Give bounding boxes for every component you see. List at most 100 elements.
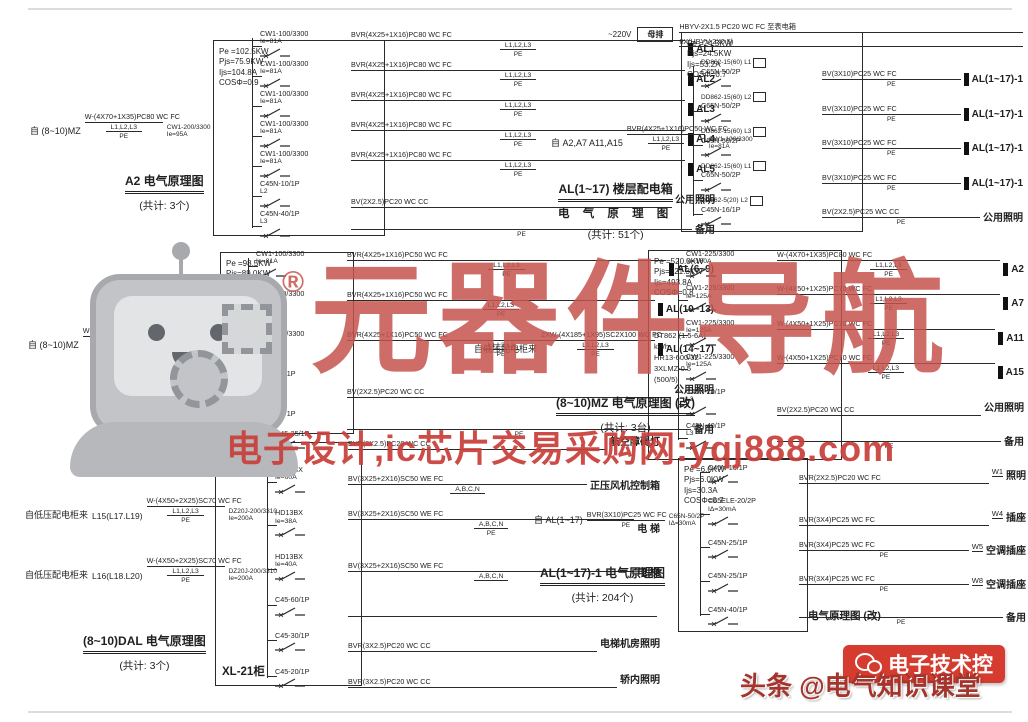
breaker-switch-symbol (260, 76, 290, 89)
diagram-title-block: AL(1~17) 楼层配电箱电 气 原 理 图(共计: 51个) (558, 180, 673, 242)
parameter-line: Pjs=75.9KW (219, 57, 264, 67)
registered-mark: ® (282, 266, 311, 299)
circuit-pe-label: PE (502, 271, 511, 279)
breaker-label: C45N-10/1P (260, 178, 300, 188)
kwh-meter-symbol (749, 195, 763, 206)
watermark-brand-text: ®元器件导航 (282, 256, 950, 384)
breaker-switch-symbol (275, 569, 305, 582)
load-name-label: 正压风机控制箱 (590, 480, 660, 492)
meter-phase-label: L1 (744, 162, 752, 170)
breaker-label: CW1-100/3300 (260, 29, 309, 38)
breaker-label: C45-60/1P (275, 595, 310, 605)
supply-voltage-label: ~220V (608, 30, 632, 39)
circuit-pe-label: PE (886, 150, 896, 158)
circuit-pe-label: PE (884, 271, 893, 279)
wire-number-label: W4 (991, 508, 1003, 519)
breaker-switch-symbol (708, 614, 738, 627)
circuit-pe-label: PE (496, 351, 506, 359)
device-line: kWh (654, 341, 669, 351)
parameter-line: Pe =24.5KW (687, 39, 733, 48)
diagram-count-label: (共计: 3个) (139, 200, 190, 212)
circuit-phases-label: L1,L2,L3 (482, 302, 520, 311)
circuit-cable-label: BV(3X25+2X16)SC50 WE FC (348, 474, 587, 485)
load-name-label: AL3 (696, 104, 715, 116)
breaker-switch-symbol (275, 605, 305, 617)
wire-number-label: W1 (991, 467, 1003, 478)
incoming-source-label: 自 (8~10)MZ (30, 126, 81, 136)
wechat-icon (855, 653, 882, 675)
gear-icon (170, 350, 228, 408)
robot-mascot-icon (52, 242, 332, 477)
circuit-cable-label: BV(2X2.5)PC25 WC CC (822, 207, 980, 218)
load-name-label: 轿内照明 (620, 674, 660, 686)
distribution-box-symbol (998, 331, 1004, 345)
circuit-pe-label: PE (886, 81, 896, 89)
kwh-meter-label: DD862-15(60) (701, 162, 743, 170)
circuit-cable-label: BV(3X10)PC25 WC FC (822, 104, 961, 115)
breaker-label: C45N-25/1P (708, 537, 748, 547)
circuit-cable-label: BV(3X25+2X16)SC50 WE FC (348, 509, 635, 521)
circuit-pe-label: PE (879, 585, 889, 593)
breaker-rating-label: Ie=38A (275, 517, 297, 525)
distribution-box-symbol (963, 142, 969, 156)
meter-phase-label: L1 (744, 59, 752, 67)
breaker-rating-label: Ie=81A (260, 68, 282, 76)
distribution-box-symbol (669, 263, 675, 277)
circuit-phases-label: L1,L2,L3 (499, 42, 537, 51)
load-name-label: 电 梯 (637, 524, 660, 536)
circuit-cable-label: BV(3X10)PC25 WC FC (822, 69, 961, 81)
circuit-phases-label: A,B,C,N (473, 573, 509, 581)
breaker-switch-symbol (275, 525, 305, 538)
circuit-cable-label (799, 608, 1003, 618)
load-name-label: 航空障碍灯 (610, 437, 660, 449)
breaker-rating-label: Ie=81A (256, 258, 278, 266)
circuit-cable-label: BVR(4X25+1X16)PC50 WC FC (347, 250, 667, 262)
breaker-rating-label: IΔ=30mA (708, 505, 737, 513)
circuit-cable-label: BVR(4X25+1X16)PC80 WC FC (351, 90, 686, 102)
breaker-label: C45N-40/1P (708, 604, 748, 614)
breaker-switch-symbol (275, 676, 305, 689)
parameter-line: Ijs=53.2A (687, 59, 721, 69)
breaker-switch-symbol (260, 46, 290, 59)
incoming-circuit-label: L16(L18.L20) (92, 571, 143, 581)
circuit-cable-label (348, 607, 657, 617)
revision-note-label: 电气原理图 (改) (808, 610, 881, 622)
kwh-meter-symbol (753, 161, 767, 172)
distribution-box-symbol (963, 107, 969, 121)
breaker-switch-symbol (260, 166, 290, 179)
wire-number-label: W5 (971, 542, 983, 553)
distribution-box-symbol (963, 73, 969, 87)
incoming-cable-label: BVR(4X25+1X16)PC50 WC FC (626, 124, 728, 135)
diagram-title-block: (8~10)DAL 电气原理图(共计: 3个) (83, 632, 206, 673)
load-name-label: AL(1~17)-1 (971, 177, 1023, 189)
breaker-switch-symbol (686, 266, 716, 279)
circuit-cable-label: BVR(3X2.5)PC20 WC CC (348, 677, 617, 688)
diagram-count-label: (共计: 204个) (571, 592, 634, 604)
circuit-phases-label: L1,L2,L3 (499, 162, 537, 171)
breaker-switch-symbol (260, 106, 290, 119)
breaker-label: HD13BX (275, 551, 303, 561)
mascot-body (70, 422, 298, 477)
breaker-switch-symbol (708, 547, 738, 560)
breaker-label: C65N-50/2P (701, 101, 741, 111)
breaker-switch-symbol (275, 640, 305, 653)
device-line: (500/5) (654, 374, 678, 384)
circuit-cable-label: BVR(4X25+1X16)PC80 WC FC (351, 30, 686, 42)
watermark-url-text: 电子设计,ic芯片交易采购网:yqj888.com (226, 428, 896, 469)
